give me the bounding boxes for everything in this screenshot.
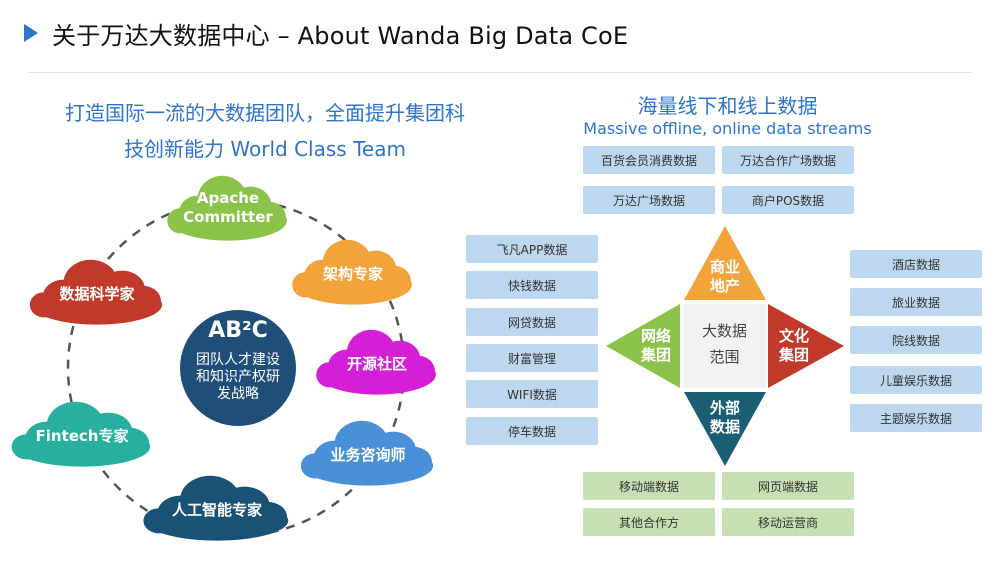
diamond-bottom-label: 外部数据	[709, 399, 740, 436]
top-data-box: 百货会员消费数据	[583, 146, 715, 174]
right-data-box: 主题娱乐数据	[850, 404, 982, 432]
left-data-box: 快钱数据	[466, 271, 598, 299]
cloud-label-ai-expert: 人工智能专家	[171, 501, 262, 519]
left-data-box: 飞凡APP数据	[466, 235, 598, 263]
right-data-box: 旅业数据	[850, 288, 982, 316]
title-arrow-icon	[24, 24, 38, 42]
ab2c-title: AB²C	[208, 318, 268, 343]
right-data-box: 儿童娱乐数据	[850, 366, 982, 394]
right-data-box: 院线数据	[850, 326, 982, 354]
right-heading-line1: 海量线下和线上数据	[637, 94, 818, 118]
diamond-left-triangle	[606, 304, 680, 388]
cloud-label-consultant: 业务咨询师	[330, 446, 406, 464]
page-title: 关于万达大数据中心 – About Wanda Big Data CoE	[52, 22, 629, 50]
left-data-box: 网贷数据	[466, 308, 598, 336]
bottom-data-box: 其他合作方	[583, 508, 715, 536]
ab2c-subtitle: 团队人才建设 和知识产权研 发战略	[196, 352, 280, 402]
diamond-top-label: 商业地产	[709, 258, 740, 295]
diamond-bottom-triangle	[684, 392, 766, 466]
top-data-box: 商户POS数据	[722, 186, 854, 214]
top-data-box: 万达合作广场数据	[722, 146, 854, 174]
diamond-center-label: 大数据范围	[701, 322, 747, 366]
left-data-box: WIFI数据	[466, 380, 598, 408]
bottom-data-box: 网页端数据	[722, 472, 854, 500]
title-divider	[28, 72, 972, 73]
right-heading-line2: Massive offline, online data streams	[583, 119, 872, 138]
diamond-right-label: 文化集团	[778, 327, 809, 364]
left-heading-line1: 打造国际一流的大数据团队，全面提升集团科	[65, 101, 465, 125]
cloud-label-open-source: 开源社区	[346, 355, 407, 373]
bottom-data-box: 移动端数据	[583, 472, 715, 500]
right-data-box: 酒店数据	[850, 250, 982, 278]
bottom-data-box: 移动运营商	[722, 508, 854, 536]
cloud-label-fintech: Fintech专家	[35, 427, 129, 445]
cloud-label-data-scientist: 数据科学家	[59, 285, 135, 303]
top-data-box: 万达广场数据	[583, 186, 715, 214]
diamond-right-triangle	[768, 304, 844, 388]
left-heading-line2: 技创新能力 World Class Team	[124, 137, 406, 161]
left-data-box: 停车数据	[466, 417, 598, 445]
ab2c-circle	[180, 310, 296, 426]
diamond-top-triangle	[684, 226, 766, 300]
cloud-label-architect: 架构专家	[322, 265, 383, 283]
left-data-box: 财富管理	[466, 344, 598, 372]
diamond-center-square	[683, 304, 766, 388]
diamond-left-label: 网络集团	[640, 327, 671, 364]
